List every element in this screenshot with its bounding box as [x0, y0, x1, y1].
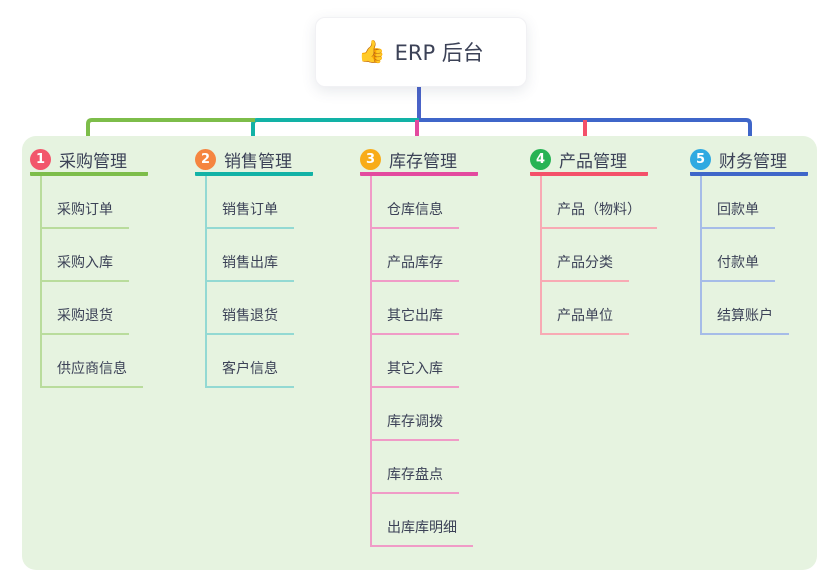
branch-header-node[interactable]: 4 产品管理 [530, 146, 648, 176]
child-node[interactable]: 产品库存 [372, 229, 459, 282]
child-node[interactable]: 销售订单 [207, 176, 294, 229]
child-node[interactable]: 采购入库 [42, 229, 129, 282]
children-group: 产品（物料）产品分类产品单位 [540, 176, 657, 335]
child-node[interactable]: 库存调拨 [372, 388, 459, 441]
branch-number-badge: 1 [30, 148, 51, 170]
branch: 1 采购管理 采购订单采购入库采购退货供应商信息 [30, 146, 148, 388]
children-group: 仓库信息产品库存其它出库其它入库库存调拨库存盘点出库库明细 [370, 176, 473, 547]
branch-header-node[interactable]: 2 销售管理 [195, 146, 313, 176]
child-node[interactable]: 客户信息 [207, 335, 294, 388]
child-node[interactable]: 付款单 [702, 229, 775, 282]
children-group: 采购订单采购入库采购退货供应商信息 [40, 176, 143, 388]
branches-panel: 1 采购管理 采购订单采购入库采购退货供应商信息 2 销售管理 销售订单销售出库… [22, 136, 817, 570]
branch-header-node[interactable]: 3 库存管理 [360, 146, 478, 176]
branch-header-node[interactable]: 5 财务管理 [690, 146, 808, 176]
branch: 2 销售管理 销售订单销售出库销售退货客户信息 [195, 146, 313, 388]
child-node[interactable]: 供应商信息 [42, 335, 143, 388]
child-node[interactable]: 回款单 [702, 176, 775, 229]
child-node[interactable]: 其它入库 [372, 335, 459, 388]
branch-header-node[interactable]: 1 采购管理 [30, 146, 148, 176]
child-node[interactable]: 销售退货 [207, 282, 294, 335]
branch: 4 产品管理 产品（物料）产品分类产品单位 [530, 146, 657, 335]
branch-label: 产品管理 [559, 151, 627, 172]
child-node[interactable]: 其它出库 [372, 282, 459, 335]
branch-label: 财务管理 [719, 151, 787, 172]
branch-number-badge: 4 [530, 148, 551, 170]
thumbs-up-icon: 👍 [358, 39, 386, 65]
child-node[interactable]: 采购退货 [42, 282, 129, 335]
branch-number-badge: 2 [195, 148, 216, 170]
branch: 5 财务管理 回款单付款单结算账户 [690, 146, 808, 335]
children-group: 回款单付款单结算账户 [700, 176, 789, 335]
root-title: ERP 后台 [394, 41, 484, 65]
child-node[interactable]: 仓库信息 [372, 176, 459, 229]
branch-number-badge: 3 [360, 148, 381, 170]
child-node[interactable]: 产品分类 [542, 229, 629, 282]
child-node[interactable]: 出库库明细 [372, 494, 473, 547]
child-node[interactable]: 产品单位 [542, 282, 629, 335]
child-node[interactable]: 结算账户 [702, 282, 789, 335]
children-group: 销售订单销售出库销售退货客户信息 [205, 176, 294, 388]
branch-number-badge: 5 [690, 148, 711, 170]
branch-label: 采购管理 [59, 151, 127, 172]
child-node[interactable]: 采购订单 [42, 176, 129, 229]
child-node[interactable]: 产品（物料） [542, 176, 657, 229]
root-node[interactable]: 👍 ERP 后台 [315, 17, 527, 87]
child-node[interactable]: 库存盘点 [372, 441, 459, 494]
child-node[interactable]: 销售出库 [207, 229, 294, 282]
branch-label: 库存管理 [389, 151, 457, 172]
branch-label: 销售管理 [224, 151, 292, 172]
branch: 3 库存管理 仓库信息产品库存其它出库其它入库库存调拨库存盘点出库库明细 [360, 146, 478, 547]
